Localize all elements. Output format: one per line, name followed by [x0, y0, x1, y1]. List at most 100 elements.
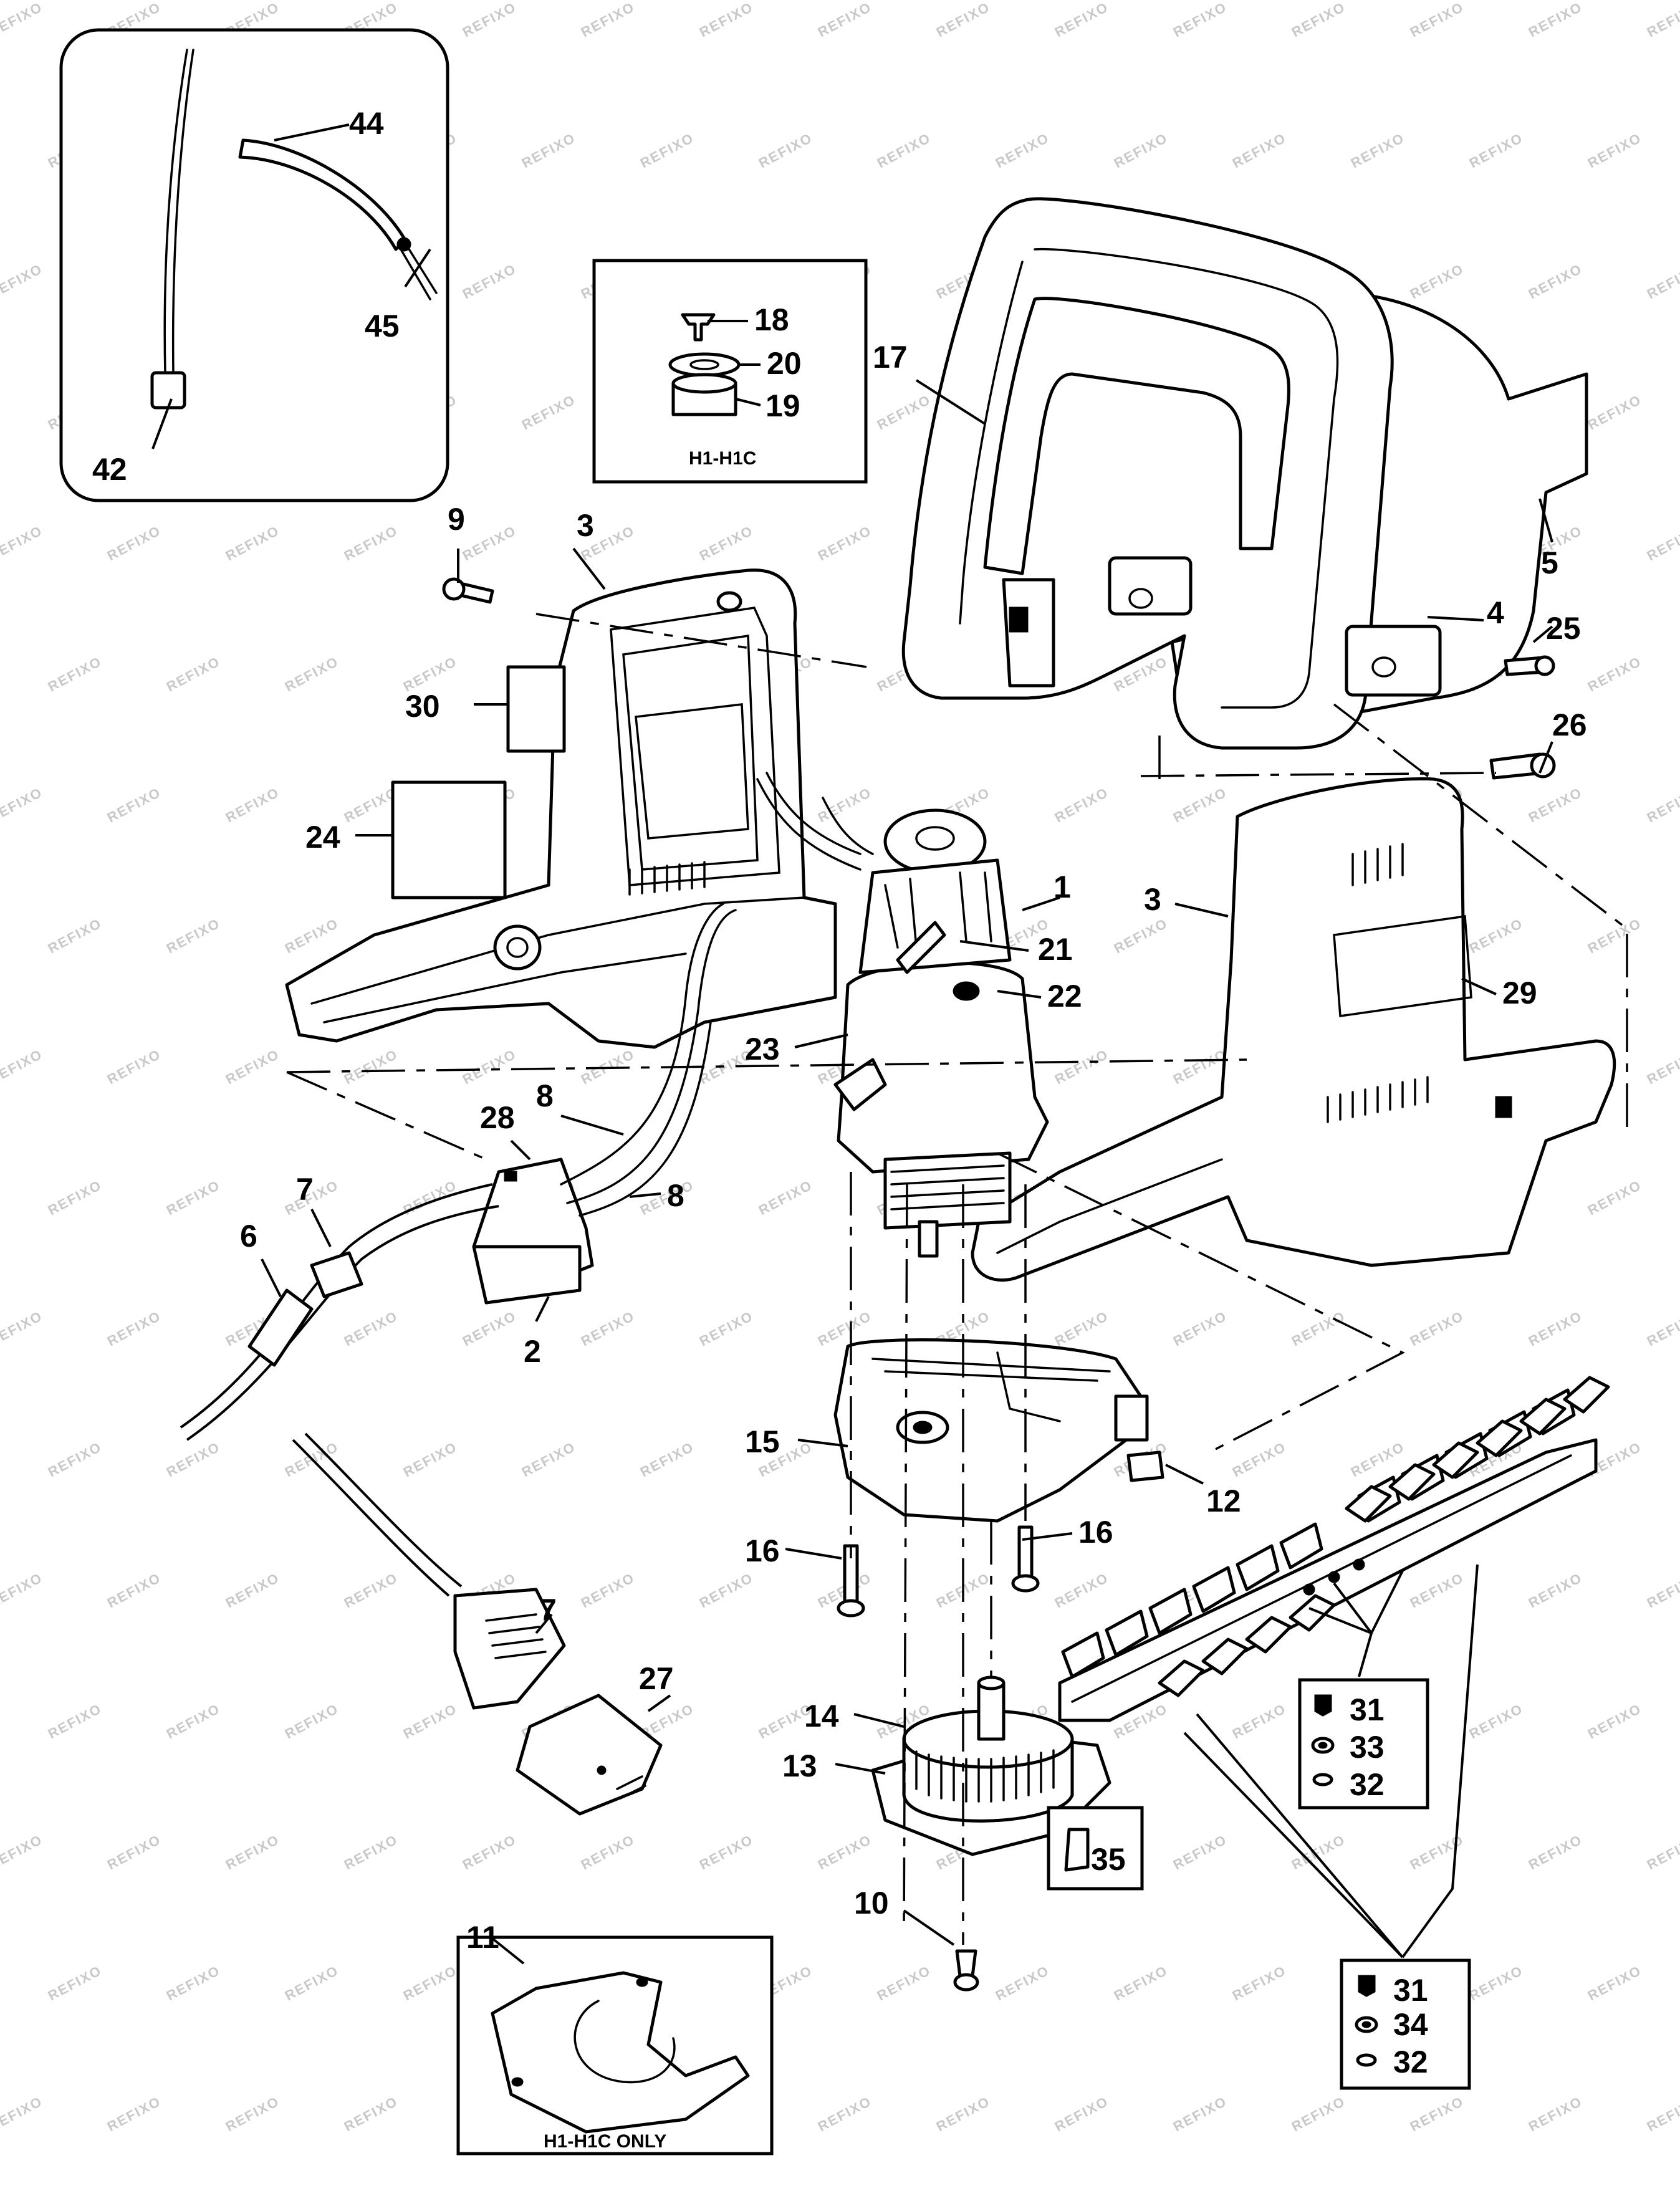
watermark-text: REFIXO [223, 1831, 282, 1872]
label-13: 13 [782, 1748, 817, 1783]
fastener-box-upper [1298, 1678, 1429, 1810]
label-12: 12 [1206, 1484, 1241, 1518]
brush-23 [833, 1058, 887, 1111]
label-32-lower: 32 [1393, 2045, 1428, 2079]
watermark-text: REFIXO [401, 1439, 460, 1480]
label-32-upper: 32 [1350, 1767, 1385, 1802]
watermark-text: REFIXO [1111, 915, 1171, 956]
label-7-lower: 7 [539, 1593, 557, 1628]
watermark-text: REFIXO [1052, 1046, 1111, 1087]
watermark-text: REFIXO [0, 2093, 45, 2134]
spring-21 [896, 921, 946, 974]
label-9: 9 [448, 502, 465, 537]
label-16-right: 16 [1078, 1515, 1113, 1550]
tie-45 [396, 237, 411, 252]
watermark-text: REFIXO [0, 1308, 45, 1349]
watermark-text: REFIXO [578, 0, 638, 40]
watermark-text: REFIXO [46, 1962, 105, 2003]
watermark-text: REFIXO [638, 1439, 697, 1480]
watermark-text: REFIXO [1644, 261, 1680, 302]
label-19: 19 [766, 388, 800, 423]
watermark-text: REFIXO [1171, 2093, 1230, 2134]
watermark-text: REFIXO [1052, 1570, 1111, 1611]
label-42: 42 [92, 452, 127, 487]
watermark-text: REFIXO [697, 1831, 756, 1872]
watermark-text: REFIXO [578, 1831, 638, 1872]
label-15: 15 [745, 1424, 780, 1459]
watermark-text: REFIXO [815, 0, 875, 40]
watermark-text: REFIXO [756, 130, 815, 171]
watermark-text: REFIXO [1230, 130, 1289, 171]
watermark-text: REFIXO [1526, 1308, 1585, 1349]
watermark-text: REFIXO [282, 1700, 342, 1742]
motor-leads-8 [560, 903, 737, 1217]
watermark-text: REFIXO [697, 1308, 756, 1349]
watermark-text: REFIXO [1585, 653, 1644, 694]
watermark-text: REFIXO [1644, 1831, 1680, 1872]
watermark-text: REFIXO [875, 1962, 934, 2003]
label-26: 26 [1552, 707, 1587, 742]
label-8-upper: 8 [536, 1078, 554, 1113]
watermark-text: REFIXO [1289, 0, 1348, 40]
label-44: 44 [349, 106, 384, 141]
watermark-text: REFIXO [1585, 1177, 1644, 1218]
watermark-text: REFIXO [342, 1308, 401, 1349]
watermark-text: REFIXO [1289, 1831, 1348, 1872]
watermark-text: REFIXO [223, 2093, 282, 2134]
switch-and-cord [180, 1158, 663, 1816]
watermark-text: REFIXO [164, 915, 223, 956]
housing-boss [493, 924, 542, 971]
screw-16-right [1017, 1525, 1034, 1579]
caption-h1-h1c-only: H1-H1C ONLY [544, 2131, 666, 2152]
watermark-text: REFIXO [105, 2093, 164, 2134]
watermark-text: REFIXO [1171, 1831, 1230, 1872]
label-20: 20 [767, 346, 802, 381]
watermark-text: REFIXO [519, 391, 578, 433]
label-17: 17 [873, 340, 908, 375]
watermark-text: REFIXO [1408, 261, 1467, 302]
label-7-upper: 7 [296, 1172, 314, 1207]
watermark-text: REFIXO [519, 1439, 578, 1480]
watermark-text: REFIXO [1408, 2093, 1467, 2134]
label-3-left: 3 [577, 508, 594, 543]
watermark-text: REFIXO [1526, 1570, 1585, 1611]
label-34: 34 [1393, 2007, 1428, 2042]
label-23: 23 [745, 1032, 780, 1067]
watermark-text: REFIXO [46, 1439, 105, 1480]
watermark-text: REFIXO [223, 1570, 282, 1611]
watermark-text: REFIXO [105, 522, 164, 563]
watermark-text: REFIXO [105, 1046, 164, 1087]
watermark-text: REFIXO [815, 784, 875, 825]
watermark-text: REFIXO [1230, 1439, 1289, 1480]
watermark-text: REFIXO [1644, 1046, 1680, 1087]
label-3-right: 3 [1144, 882, 1161, 917]
plug-7 [453, 1588, 566, 1710]
label-30 [506, 665, 566, 753]
right-vents-top [1351, 843, 1404, 886]
label-18: 18 [754, 302, 789, 337]
watermark-text: REFIXO [934, 0, 993, 40]
watermark-text: REFIXO [401, 1177, 460, 1218]
watermark-text: REFIXO [815, 1831, 875, 1872]
label-31-upper: 31 [1350, 1692, 1385, 1727]
label-25: 25 [1546, 611, 1581, 646]
label-22: 22 [1047, 979, 1082, 1014]
cord-clamp-7 [310, 1251, 363, 1298]
watermark-text: REFIXO [519, 130, 578, 171]
watermark-text: REFIXO [342, 1570, 401, 1611]
right-vents-bottom [1327, 1076, 1429, 1123]
motor-assembly [756, 772, 1049, 1258]
watermark-text: REFIXO [1644, 0, 1680, 40]
gearbox-15 [833, 1338, 1164, 1523]
handle-grip-opening [983, 297, 1290, 575]
watermark-text: REFIXO [1052, 2093, 1111, 2134]
watermark-text: REFIXO [1585, 391, 1644, 433]
watermark-text: REFIXO [460, 1831, 519, 1872]
watermark-text: REFIXO [1644, 1308, 1680, 1349]
watermark-text: REFIXO [342, 2093, 401, 2134]
label-10: 10 [854, 1886, 889, 1920]
label-24: 24 [305, 820, 340, 855]
label-27: 27 [639, 1661, 674, 1696]
watermark-text: REFIXO [578, 1308, 638, 1349]
label-28: 28 [480, 1100, 515, 1135]
